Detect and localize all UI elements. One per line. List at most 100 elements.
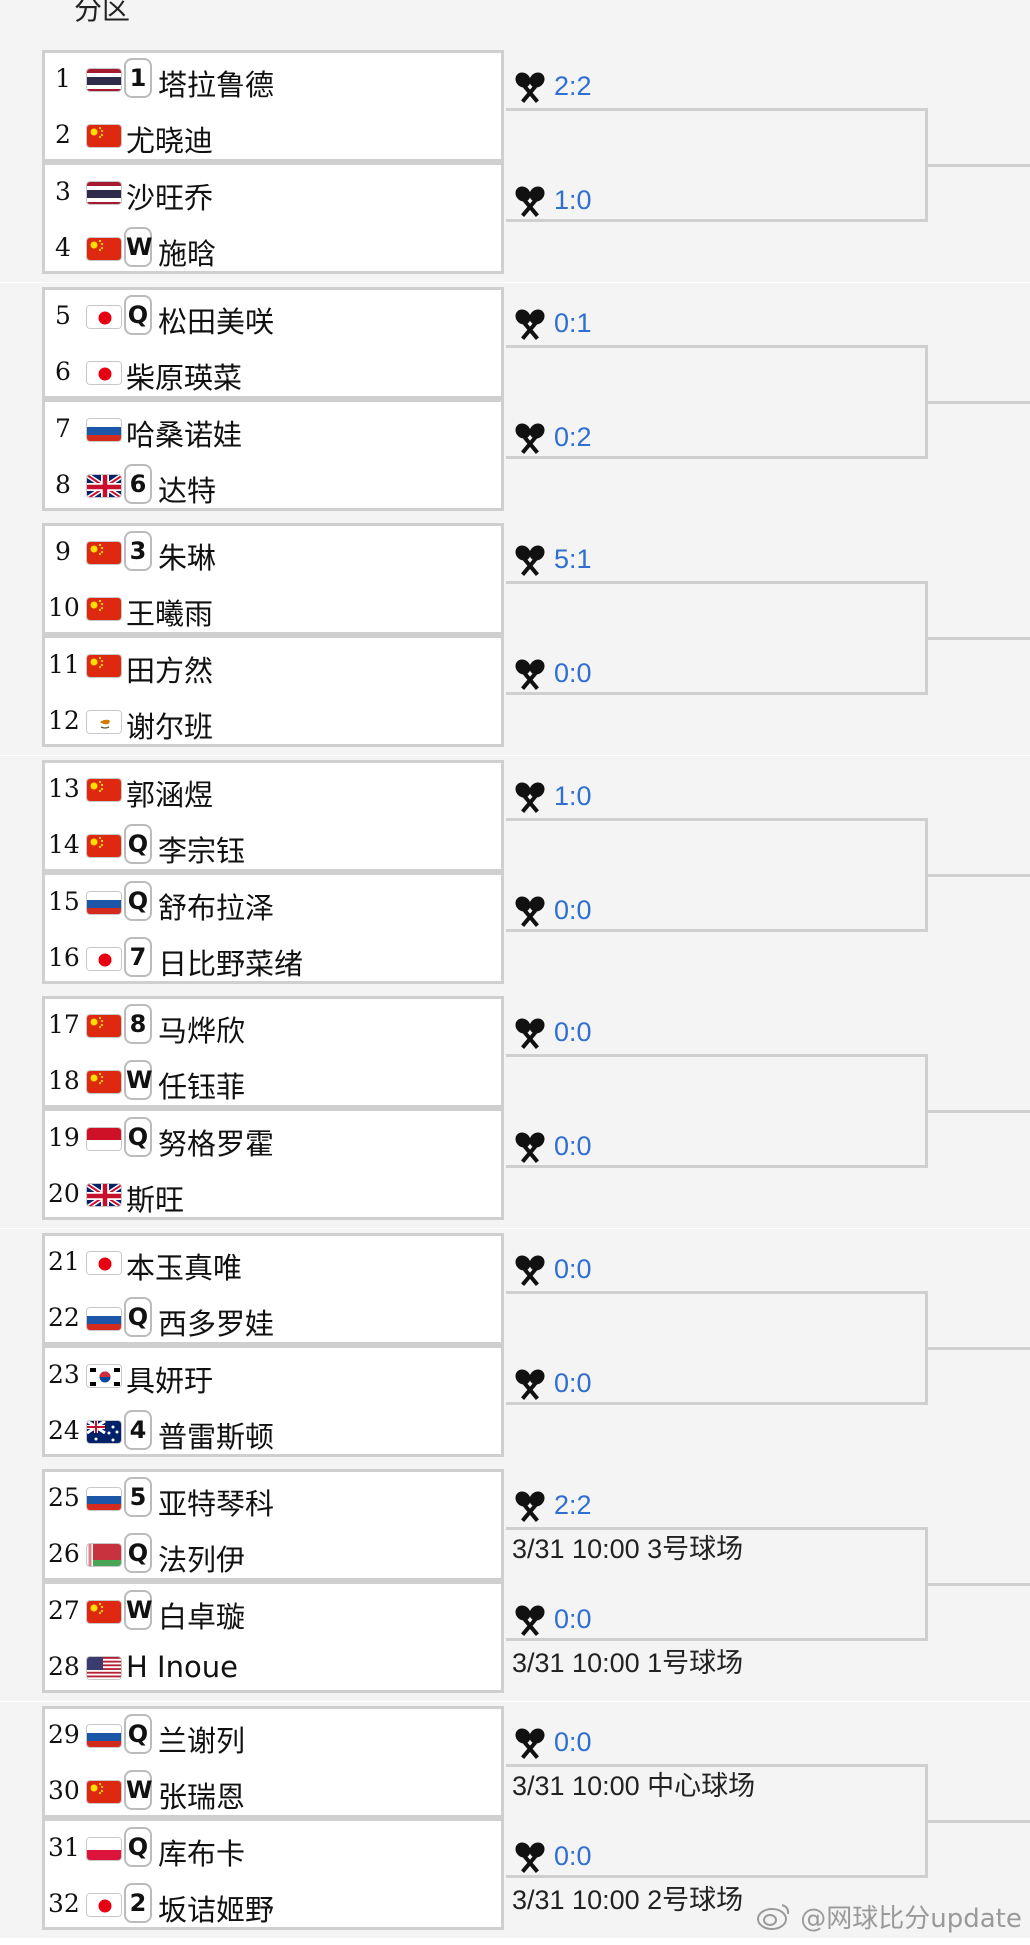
player-name[interactable]: 具妍玗	[126, 1363, 214, 1398]
draw-position: 15	[48, 886, 80, 916]
draw-position: 24	[48, 1415, 80, 1445]
bracket-connector	[928, 164, 1030, 167]
draw-position: 19	[48, 1123, 80, 1152]
bracket-connector	[506, 1054, 928, 1168]
player-name[interactable]: 舒布拉泽	[158, 890, 275, 925]
player-name[interactable]: 日比野菜绪	[158, 946, 304, 981]
player-row[interactable]: 23 具妍玗	[42, 1348, 504, 1404]
draw-position: 10	[48, 593, 80, 622]
seed-badge: W	[124, 1060, 152, 1100]
player-name[interactable]: 法列伊	[158, 1543, 246, 1577]
player-row[interactable]: 20 斯旺	[42, 1167, 504, 1223]
player-name[interactable]: 坂诘姬野	[158, 1892, 275, 1927]
player-name[interactable]: 兰谢列	[158, 1723, 246, 1758]
player-name[interactable]: 松田美咲	[158, 304, 275, 339]
h2h-score-value: 0:0	[554, 1253, 592, 1284]
player-name[interactable]: 斯旺	[126, 1183, 185, 1217]
player-row[interactable]: 12 谢尔班	[42, 694, 504, 750]
player-row[interactable]: 10 王曦雨	[42, 581, 504, 637]
draw-position: 8	[55, 469, 71, 499]
draw-position: 28	[48, 1652, 80, 1681]
draw-position: 16	[48, 942, 80, 972]
player-name[interactable]: 李宗钰	[158, 833, 246, 868]
draw-position: 23	[48, 1359, 80, 1389]
player-name[interactable]: 施晗	[158, 237, 217, 271]
flag-cyprus-icon	[86, 710, 122, 734]
player-name[interactable]: 柴原瑛菜	[126, 360, 243, 395]
match-schedule: 3/31 10:00 中心球场	[512, 1770, 756, 1801]
draw-position: 20	[48, 1179, 80, 1208]
player-name[interactable]: 谢尔班	[126, 710, 214, 744]
player-name[interactable]: 王曦雨	[126, 597, 214, 631]
bracket-connector	[506, 1763, 928, 1878]
h2h-score-value: 0:0	[554, 1017, 592, 1047]
player-name[interactable]: 亚特琴科	[158, 1487, 275, 1521]
player-name[interactable]: 白卓璇	[158, 1600, 246, 1634]
player-name[interactable]: 本玉真唯	[126, 1250, 243, 1285]
h2h-score-value: 0:1	[554, 307, 592, 338]
player-name[interactable]: 郭涵煜	[126, 777, 214, 812]
watermark: @网球比分update	[756, 1898, 1022, 1935]
player-name[interactable]: 西多罗娃	[158, 1306, 275, 1341]
player-name[interactable]: 沙旺乔	[126, 181, 214, 215]
bracket-connector	[928, 873, 1030, 877]
player-name[interactable]: 普雷斯顿	[158, 1419, 275, 1454]
bracket-connector	[506, 108, 928, 222]
player-name[interactable]: 库布卡	[158, 1836, 246, 1871]
draw-position: 25	[48, 1483, 80, 1512]
crossed-rackets-icon	[515, 895, 545, 927]
seed-badge: Q	[124, 1533, 152, 1573]
crossed-rackets-icon	[515, 72, 545, 103]
player-name[interactable]: 尤晓迪	[126, 124, 214, 158]
player-name[interactable]: H Inoue	[126, 1650, 238, 1684]
player-name[interactable]: 朱琳	[158, 541, 217, 575]
bracket-connector	[506, 1527, 928, 1641]
draw-position: 12	[48, 706, 80, 735]
crossed-rackets-icon	[515, 1254, 545, 1286]
flag-russia-icon	[86, 1487, 122, 1511]
draw-position: 27	[48, 1596, 80, 1625]
player-name[interactable]: 田方然	[126, 654, 214, 688]
player-name[interactable]: 任钰菲	[158, 1070, 246, 1104]
player-name[interactable]: 马烨欣	[158, 1014, 246, 1048]
player-name[interactable]: 努格罗霍	[158, 1127, 275, 1161]
player-name[interactable]: 哈桑诺娃	[126, 417, 243, 452]
player-name[interactable]: 达特	[158, 473, 217, 508]
player-name[interactable]: 塔拉鲁德	[158, 68, 275, 102]
player-row[interactable]: 28 H Inoue	[42, 1640, 504, 1696]
seed-badge: 7	[124, 936, 152, 977]
player-name[interactable]: 张瑞恩	[158, 1779, 246, 1814]
crossed-rackets-icon	[515, 545, 545, 576]
flag-russia-icon	[86, 1306, 122, 1331]
flag-china-icon	[86, 1779, 122, 1804]
bracket-connector	[506, 1290, 928, 1405]
flag-china-icon	[86, 1600, 122, 1624]
